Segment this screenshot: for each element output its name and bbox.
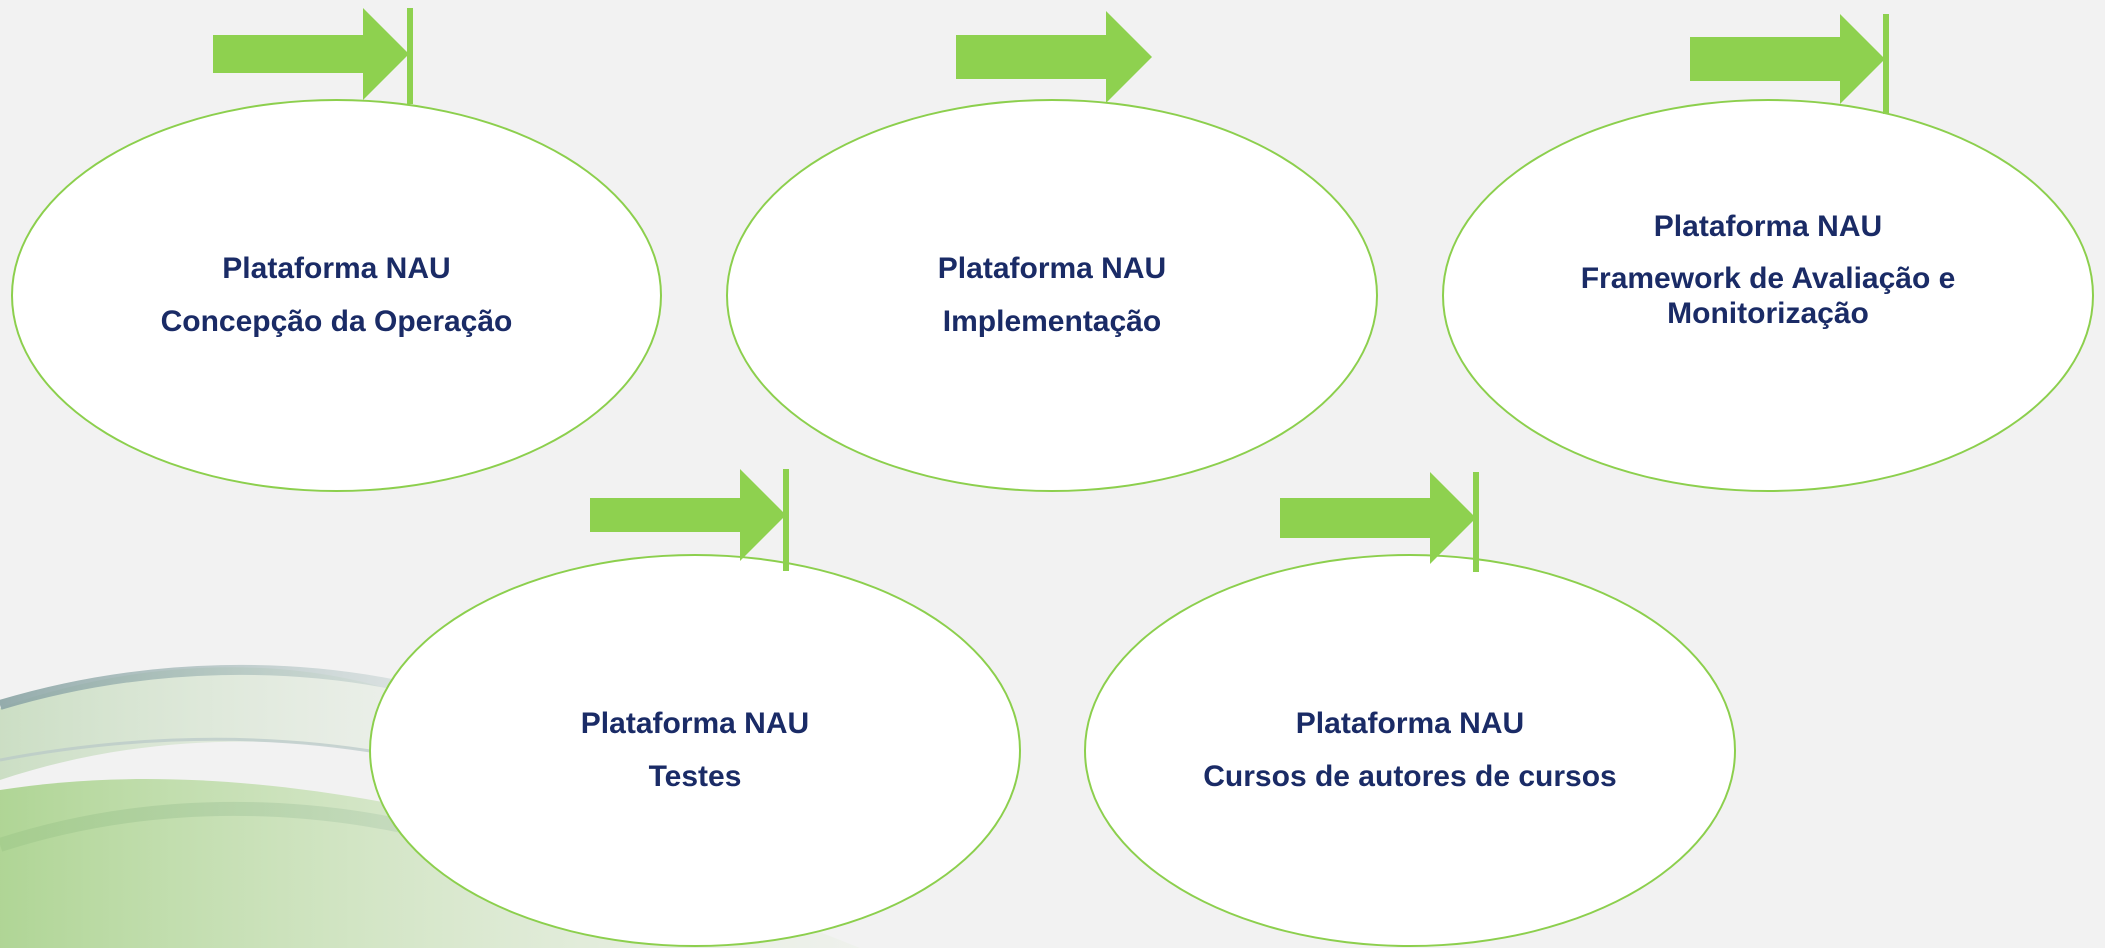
ellipse-text: Plataforma NAU Testes (369, 554, 1021, 947)
ellipse-item-3: Plataforma NAU Framework de Avaliação e … (1442, 99, 2094, 492)
arrow-2 (956, 11, 1154, 103)
ellipse-title: Plataforma NAU (937, 252, 1167, 285)
ellipse-text: Plataforma NAU Concepção da Operação (11, 99, 662, 492)
ellipse-shape (369, 554, 1021, 947)
ellipse-title: Plataforma NAU (580, 707, 810, 740)
arrow-3 (1690, 14, 1890, 114)
ellipse-shape (11, 99, 662, 492)
arrow-3-icon (1690, 14, 1889, 114)
ellipse-title: Plataforma NAU (1653, 209, 1883, 243)
ellipse-item-5: Plataforma NAU Cursos de autores de curs… (1084, 554, 1736, 947)
ellipse-item-2: Plataforma NAU Implementação (726, 99, 1378, 492)
ellipse-item-1: Plataforma NAU Concepção da Operação (11, 99, 662, 492)
arrow-2-icon (956, 11, 1152, 103)
arrow-1-icon (213, 8, 413, 104)
ellipse-subtitle: Cursos de autores de cursos (1203, 759, 1617, 793)
ellipse-shape (1442, 99, 2094, 492)
arrow-5-icon (1280, 472, 1479, 572)
ellipse-title: Plataforma NAU (1295, 707, 1525, 740)
ellipse-shape (1084, 554, 1736, 947)
ellipse-text: Plataforma NAU Cursos de autores de curs… (1084, 554, 1736, 947)
ellipse-subtitle: Framework de Avaliação e Monitorização (1580, 262, 1956, 330)
ellipse-title: Plataforma NAU (222, 252, 451, 285)
arrow-4-icon (590, 469, 789, 571)
ellipse-subtitle: Concepção da Operação (160, 304, 513, 338)
ellipse-shape (726, 99, 1378, 492)
arrow-5 (1280, 472, 1480, 572)
ellipse-subtitle: Testes (648, 759, 742, 793)
ellipse-text: Plataforma NAU Framework de Avaliação e … (1442, 74, 2094, 467)
ellipse-item-4: Plataforma NAU Testes (369, 554, 1021, 947)
ellipse-subtitle: Implementação (942, 304, 1162, 338)
arrow-4 (590, 469, 790, 571)
ellipse-text: Plataforma NAU Implementação (726, 99, 1378, 492)
arrow-1 (213, 8, 413, 104)
